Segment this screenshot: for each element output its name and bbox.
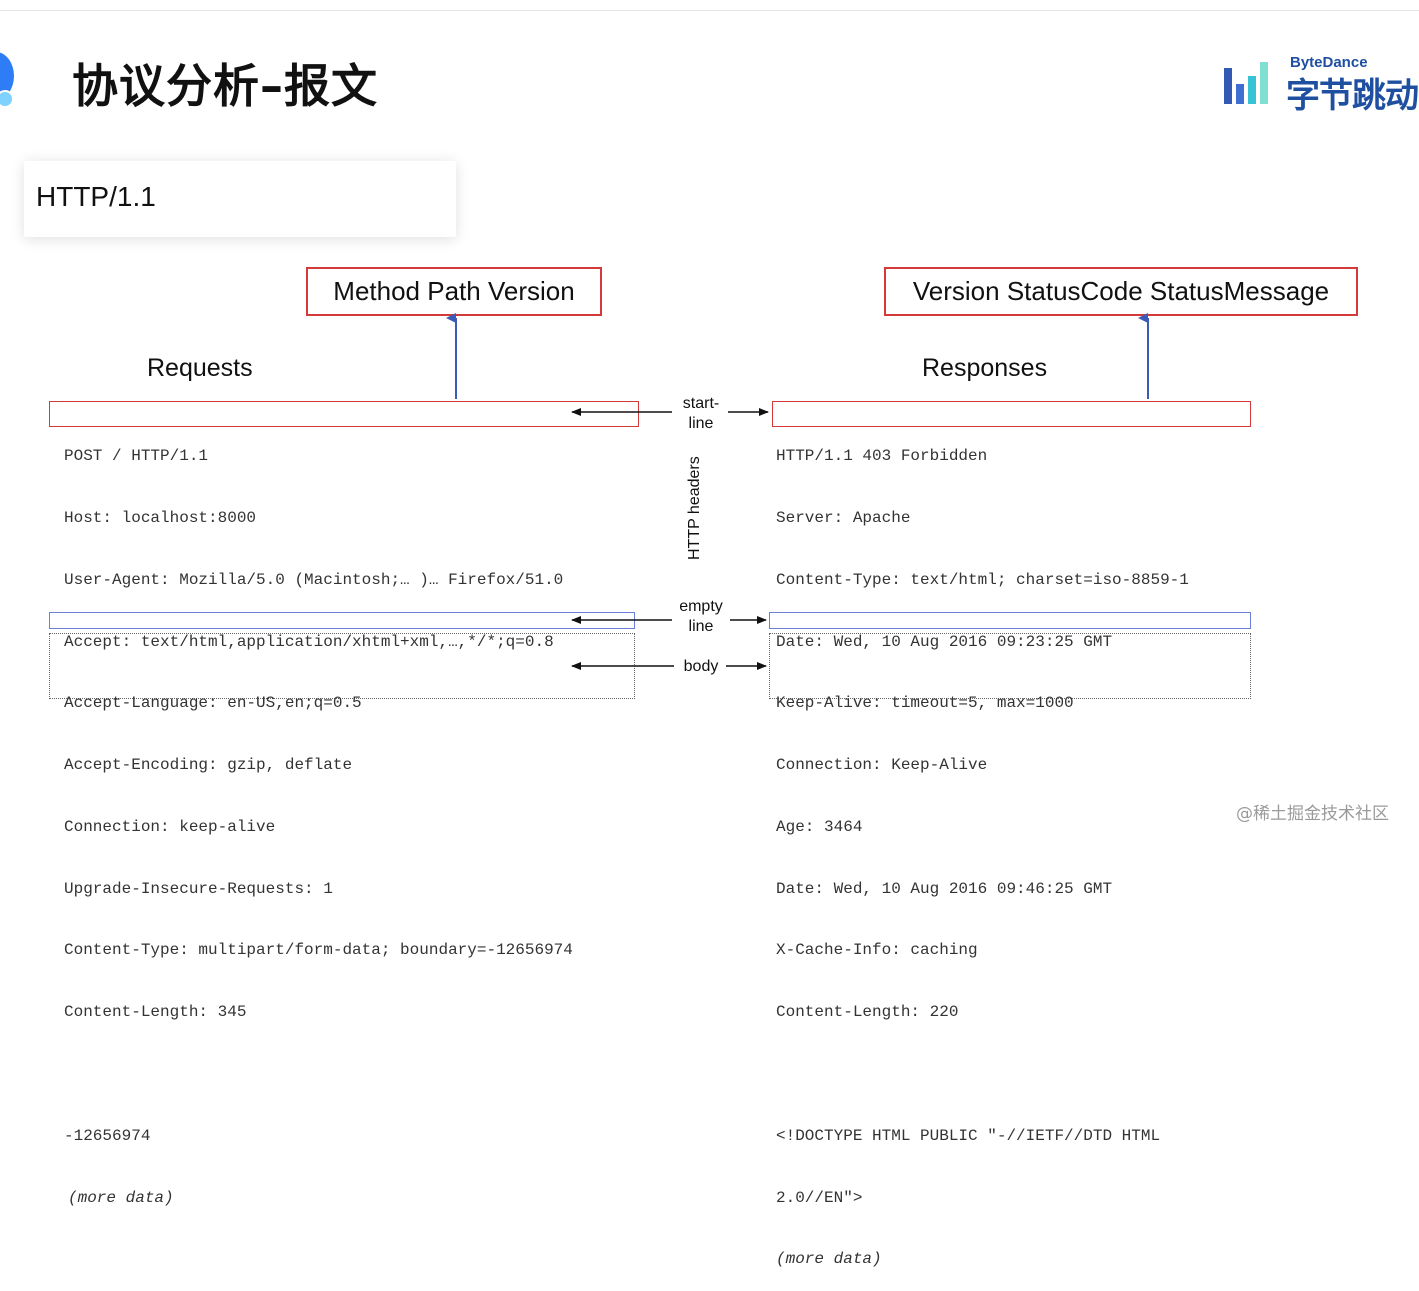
request-start-line: POST / HTTP/1.1 — [64, 447, 209, 466]
response-start-line-box — [772, 401, 1251, 427]
diagram-arrows — [446, 313, 1149, 670]
slide-title: 协议分析–报文 — [72, 59, 378, 113]
responses-heading: Responses — [922, 354, 1048, 382]
protocol-card: HTTP/1.1 — [24, 161, 456, 237]
response-header-line: Connection: Keep-Alive — [776, 756, 988, 775]
response-body-box — [769, 633, 1251, 699]
response-header-line: Keep-Alive: timeout=5, max=1000 — [776, 694, 1074, 713]
bytedance-bars-icon — [1224, 62, 1268, 104]
request-start-line-box — [49, 401, 639, 427]
response-header-line: Content-Type: text/html; charset=iso-885… — [776, 570, 1189, 589]
empty-line-label-1: empty — [679, 598, 723, 615]
request-empty-line — [64, 1064, 573, 1085]
response-annotation-text: Version StatusCode StatusMessage — [912, 276, 1330, 306]
response-annotation-box: Version StatusCode StatusMessage — [884, 267, 1358, 316]
brand-name-zh: 字节跳动 — [1286, 76, 1419, 116]
response-header-line: Age: 3464 — [776, 817, 863, 836]
empty-line-label: empty line — [672, 597, 730, 637]
request-header-line: Accept-Language: en-US,en;q=0.5 — [64, 694, 362, 713]
response-header-line: Server: Apache — [776, 508, 911, 527]
brand-name-en: ByteDance — [1290, 54, 1368, 71]
response-body-more: (more data) — [776, 1250, 882, 1269]
request-header-line: Upgrade-Insecure-Requests: 1 — [64, 879, 333, 898]
response-empty-line — [776, 1064, 1189, 1085]
request-header-line: Accept: text/html,application/xhtml+xml,… — [64, 632, 554, 651]
response-body-line: 2.0//EN"> — [776, 1188, 863, 1207]
request-annotation-box: Method Path Version — [306, 267, 602, 316]
start-line-label: start- line — [674, 394, 728, 434]
response-header-line: Content-Length: 220 — [776, 1003, 959, 1022]
request-header-line: Content-Length: 345 — [64, 1003, 247, 1022]
bytedance-logo: ByteDance 字节跳动 — [1222, 54, 1419, 116]
bullet-dot-icon — [0, 90, 14, 108]
request-body-line: -12656974 — [64, 1126, 151, 1145]
top-divider — [0, 10, 1419, 11]
watermark: @稀土掘金技术社区 — [1236, 804, 1389, 824]
start-line-label-1: start- — [682, 395, 720, 412]
response-header-line: X-Cache-Info: caching — [776, 941, 978, 960]
bullet-icon — [0, 52, 14, 100]
protocol-label: HTTP/1.1 — [36, 181, 156, 212]
request-header-line: Connection: keep-alive — [64, 817, 276, 836]
response-body-line: <!DOCTYPE HTML PUBLIC "-//IETF//DTD HTML — [776, 1126, 1161, 1145]
response-empty-line-box — [769, 612, 1251, 629]
start-line-label-2: line — [688, 415, 714, 432]
body-label: body — [683, 658, 719, 675]
request-annotation-text: Method Path Version — [333, 276, 575, 306]
empty-line-label-2: line — [688, 618, 714, 635]
request-header-line: Host: localhost:8000 — [64, 508, 257, 527]
requests-heading: Requests — [147, 354, 253, 382]
response-header-line: Date: Wed, 10 Aug 2016 09:23:25 GMT — [776, 632, 1113, 651]
response-start-line: HTTP/1.1 403 Forbidden — [776, 447, 988, 466]
request-header-line: Content-Type: multipart/form-data; bound… — [64, 941, 573, 960]
request-header-line: Accept-Encoding: gzip, deflate — [64, 756, 353, 775]
response-header-line: Date: Wed, 10 Aug 2016 09:46:25 GMT — [776, 879, 1113, 898]
request-header-line: User-Agent: Mozilla/5.0 (Macintosh;… )… … — [64, 570, 564, 589]
request-body-more: (more data) — [68, 1188, 174, 1207]
